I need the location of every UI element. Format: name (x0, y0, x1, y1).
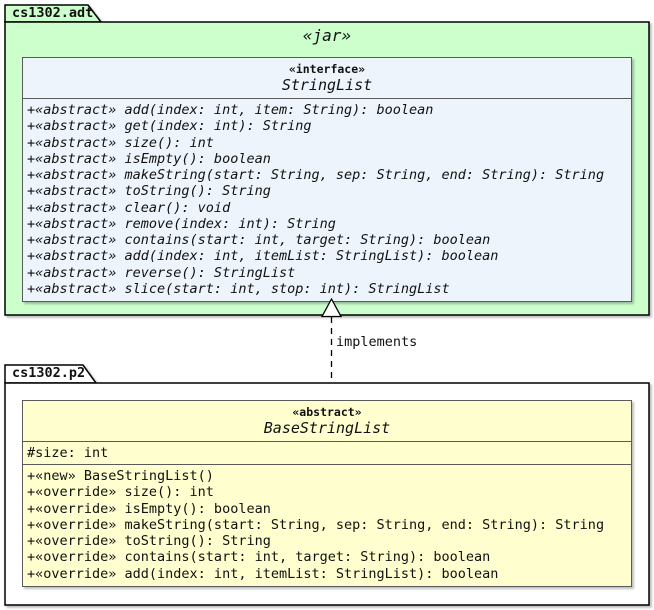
interface-stringlist-box: «interface» StringList +«abstract» add(i… (22, 57, 632, 302)
package-cs1302-adt: cs1302.adt «jar» «interface» StringList … (4, 4, 650, 316)
class-header: «abstract» BaseStringList (23, 401, 631, 442)
class-method: +«new» BaseStringList() (27, 468, 214, 484)
class-method: +«override» makeString(start: String, se… (27, 516, 605, 533)
interface-method: +«abstract» add(index: int, itemList: St… (27, 248, 499, 265)
interface-method: +«abstract» toString(): String (27, 183, 271, 200)
relation-label: implements (336, 334, 418, 350)
interface-method: +«abstract» remove(index: int): String (27, 215, 336, 232)
interface-stereotype: «interface» (288, 62, 366, 76)
package-cs1302-p2: cs1302.p2 «abstract» BaseStringList #siz… (4, 364, 650, 607)
class-method: +«override» add(index: int, itemList: St… (27, 565, 499, 582)
package-adt-title: cs1302.adt (12, 5, 94, 21)
hollow-triangle-arrowhead (320, 298, 343, 318)
interface-method: +«abstract» get(index: int): String (27, 118, 312, 135)
package-p2-title: cs1302.p2 (12, 365, 86, 381)
interface-name: StringList (281, 76, 373, 94)
class-stereotype: «abstract» (292, 405, 362, 419)
interface-method: +«abstract» makeString(start: String, se… (27, 167, 605, 183)
interface-method-list: +«abstract» add(index: int, item: String… (23, 99, 631, 301)
class-method: +«override» contains(start: int, target:… (27, 549, 491, 566)
interface-method: +«abstract» isEmpty(): boolean (27, 150, 271, 167)
class-method-list: +«new» BaseStringList() +«override» size… (23, 465, 631, 586)
interface-header: «interface» StringList (23, 58, 631, 99)
class-basestringlist-box: «abstract» BaseStringList #size: int +«n… (22, 400, 632, 587)
interface-method: +«abstract» add(index: int, item: String… (27, 102, 434, 118)
class-method: +«override» isEmpty(): boolean (27, 500, 271, 517)
class-field-list: #size: int (23, 442, 631, 465)
interface-method: +«abstract» slice(start: int, stop: int)… (27, 280, 450, 297)
interface-method: +«abstract» reverse(): StringList (27, 264, 296, 281)
class-method: +«override» size(): int (27, 484, 214, 501)
realization-arrow (320, 298, 343, 388)
class-name: BaseStringList (263, 419, 391, 437)
interface-method: +«abstract» clear(): void (27, 199, 231, 216)
package-adt-stereotype: «jar» (302, 26, 352, 45)
interface-method: +«abstract» size(): int (27, 134, 214, 151)
class-field: #size: int (27, 445, 109, 461)
class-method: +«override» toString(): String (27, 533, 271, 549)
interface-method: +«abstract» contains(start: int, target:… (27, 232, 491, 248)
